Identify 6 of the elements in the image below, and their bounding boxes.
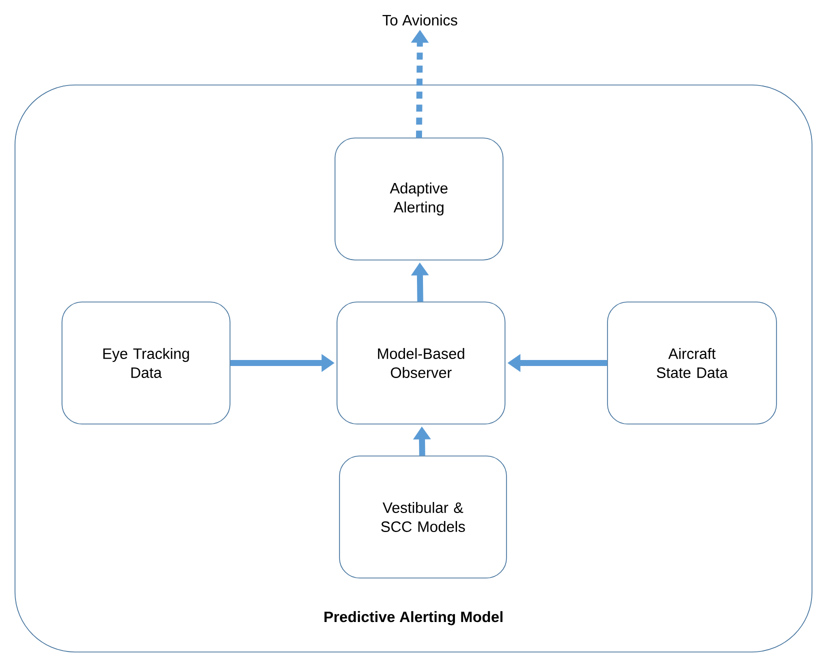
process-box: Model-Based Observer [336,302,506,424]
destination-label: To Avionics [382,14,458,26]
process-box: Eye Tracking Data [62,302,230,424]
process-box: Adaptive Alerting [334,138,504,260]
process-box: Vestibular & SCC Models [339,456,507,578]
process-box: Aircraft State Data [607,302,777,424]
